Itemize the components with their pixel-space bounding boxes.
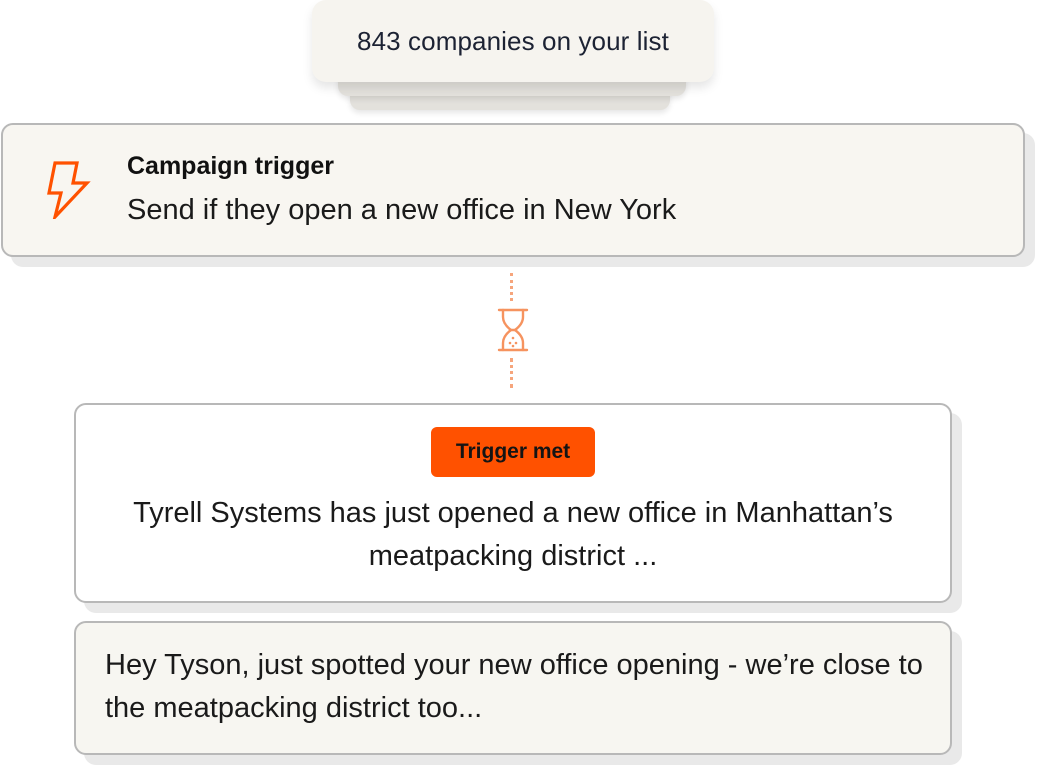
connector-line-bottom — [510, 358, 517, 388]
email-draft-card[interactable] — [74, 621, 952, 755]
lightning-bolt-icon — [47, 161, 91, 219]
hourglass-icon — [497, 308, 529, 352]
company-count-label: 843 companies on your list — [357, 25, 669, 56]
trigger-title: Campaign trigger — [127, 152, 334, 180]
connector-line-top — [510, 273, 517, 301]
email-draft-text: Hey Tyson, just spotted your new office … — [105, 649, 923, 724]
trigger-description: Send if they open a new office in New Yo… — [127, 194, 677, 226]
trigger-event-text: Tyrell Systems has just opened a new off… — [133, 497, 893, 572]
company-list-pill[interactable]: 843 companies on your list — [312, 0, 714, 82]
campaign-trigger-card[interactable] — [1, 123, 1025, 257]
trigger-met-badge: Trigger met — [431, 427, 595, 477]
